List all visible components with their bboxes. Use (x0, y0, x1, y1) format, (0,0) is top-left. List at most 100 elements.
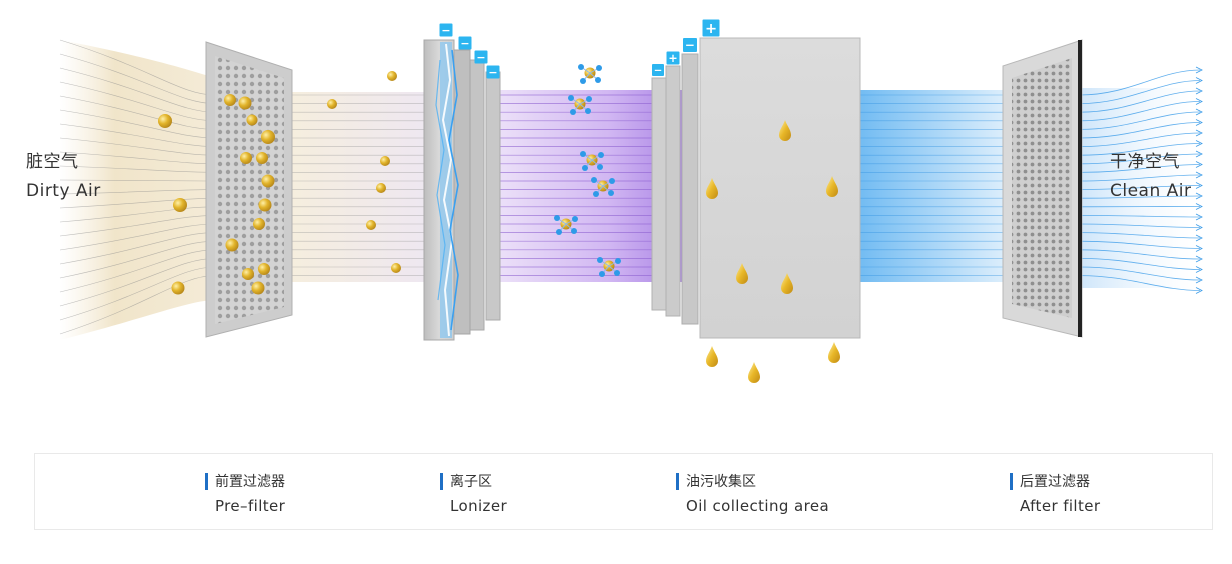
flow-arrowhead (1195, 276, 1203, 284)
charge-sign: − (476, 51, 485, 64)
oil-particle (224, 94, 236, 106)
ion (580, 78, 586, 84)
charged-molecule (554, 215, 578, 235)
clean-flow-line (1079, 174, 1201, 182)
flow-line (59, 215, 216, 237)
flow-line (59, 189, 216, 195)
flow-arrowhead (1195, 66, 1203, 74)
flow-line (59, 240, 216, 279)
flow-arrowhead (1195, 192, 1203, 200)
oil-drop (779, 120, 791, 141)
stage-legend: 前置过滤器 Pre–filter 离子区 Lonizer 油污收集区 Oil c… (34, 453, 1213, 530)
flow-arrowhead (1195, 161, 1203, 168)
oil-particle (258, 263, 270, 275)
clean-flow-line (1079, 266, 1201, 281)
oil-particle (387, 71, 397, 81)
flow-line (59, 258, 216, 307)
dirty-air-label-en: Dirty Air (26, 181, 101, 201)
ion (595, 77, 601, 83)
clean-flow-line (1079, 101, 1201, 122)
flow-arrowhead (1195, 150, 1203, 158)
pre-filter-panel (205, 41, 293, 338)
flow-arrowhead (1195, 119, 1203, 126)
oil-particle (242, 268, 254, 280)
charge-badge-box (683, 38, 697, 52)
flow-line (59, 249, 216, 293)
flow-arrowhead (1195, 245, 1203, 252)
clean-flow-line (1079, 132, 1201, 147)
charge-sign: + (705, 21, 717, 37)
flow-arrowhead (1195, 203, 1203, 210)
legend-label-en: After filter (1020, 497, 1101, 515)
flow-line (59, 179, 216, 182)
ion (571, 228, 577, 234)
oil-drop (706, 178, 718, 199)
flow-arrowhead (1195, 87, 1203, 95)
ion (593, 191, 599, 197)
ion (556, 229, 562, 235)
charged-molecule (578, 64, 602, 84)
dirty-air-label-cn: 脏空气 (26, 152, 79, 172)
charge-sign: + (668, 52, 677, 65)
flow-arrowhead (1195, 129, 1203, 137)
ion (570, 109, 576, 115)
ion (568, 95, 574, 101)
oil-particle (158, 114, 172, 128)
clean-flow-line (1079, 111, 1201, 130)
ion (586, 96, 592, 102)
ion (608, 190, 614, 196)
oil-particle (173, 198, 187, 212)
ion (578, 64, 584, 70)
flow-line (59, 137, 216, 156)
flow-arrowhead (1195, 182, 1203, 189)
oil-particle (376, 183, 386, 193)
flow-arrowhead (1195, 213, 1203, 221)
flow-line (59, 123, 216, 147)
oil-drops (706, 120, 840, 383)
oil-particle (240, 152, 252, 164)
flow-arrowhead (1195, 266, 1203, 273)
charge-badge: − (439, 23, 453, 37)
clean-flow-line (1079, 195, 1201, 199)
flow-arrowhead (1195, 287, 1203, 294)
charge-badge: + (666, 51, 680, 65)
charged-molecules (554, 64, 621, 277)
oil-drop (748, 362, 760, 383)
dirty-air-label: 脏空气 Dirty Air (26, 148, 101, 206)
ion (597, 257, 603, 263)
flow-line (59, 232, 216, 265)
legend-label-cn: 离子区 (450, 474, 492, 490)
clean-flow-line (1079, 240, 1201, 249)
clean-flow-line (1079, 215, 1201, 218)
legend-label-en: Pre–filter (215, 497, 286, 515)
clean-flow-line (1079, 185, 1201, 190)
charge-sign: − (441, 24, 450, 37)
clean-flow-line (1079, 249, 1201, 260)
legend-label-cn: 后置过滤器 (1020, 474, 1090, 490)
legend-marker (1010, 473, 1013, 490)
ion (599, 271, 605, 277)
oil-particles (158, 71, 401, 295)
oil-particle (238, 96, 252, 110)
oil-drop (828, 342, 840, 363)
clean-air-label-en: Clean Air (1110, 181, 1192, 201)
ionizer-plates (423, 39, 501, 341)
oil-particle (225, 238, 239, 252)
charge-badge-box (439, 23, 453, 37)
charge-badge-box (652, 64, 664, 76)
flow-line (59, 197, 216, 209)
flow-arrowhead (1195, 171, 1203, 179)
oil-particle (380, 156, 390, 166)
ion (598, 152, 604, 158)
flow-arrowhead (1195, 140, 1203, 147)
charge-badge: − (683, 38, 697, 52)
clean-flow-line (1079, 80, 1201, 104)
prefilter-to-ionizer-zone (290, 92, 430, 282)
charge-sign: − (488, 66, 497, 79)
charged-molecule (591, 177, 615, 197)
flow-line (59, 223, 216, 251)
oil-particle (258, 198, 272, 212)
charge-badge-box (474, 50, 488, 64)
ion (609, 178, 615, 184)
clean-flow-line (1079, 275, 1201, 291)
